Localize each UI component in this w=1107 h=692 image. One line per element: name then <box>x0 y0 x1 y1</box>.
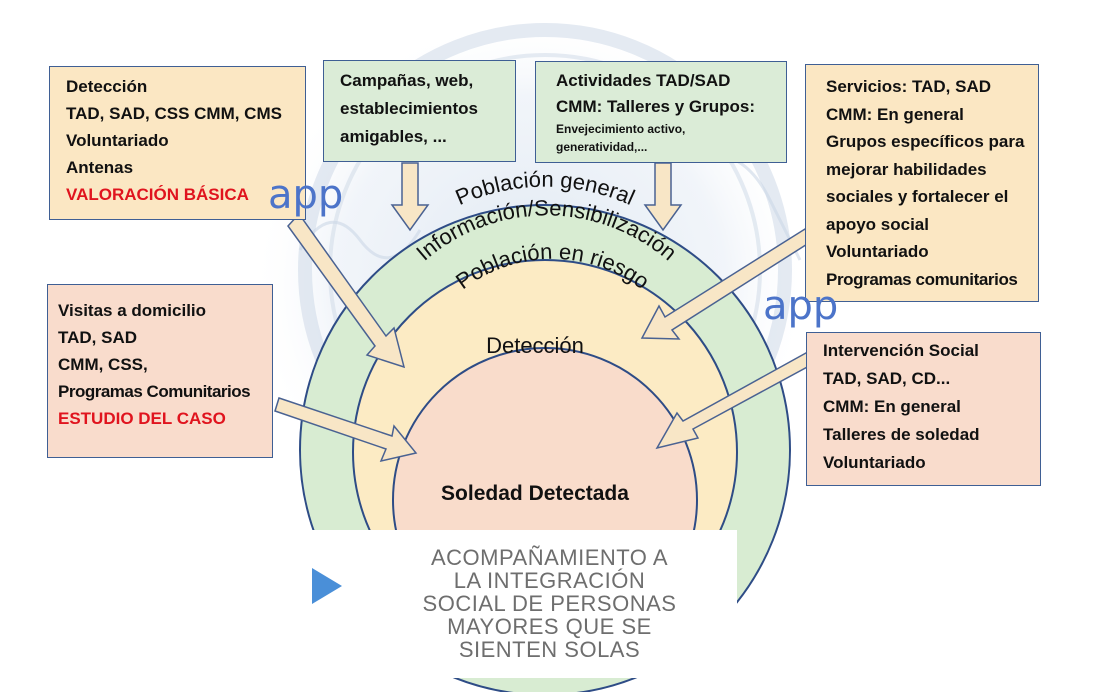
campanas-line-2: establecimientos <box>340 99 478 118</box>
arrow-detection-diagonal <box>287 212 406 369</box>
caption-line-5: SIENTEN SOLAS <box>458 637 641 662</box>
campanas-line-3: amigables, ... <box>340 127 447 146</box>
app-label-left: app <box>268 172 344 218</box>
intervencion-line-1: Intervención Social <box>823 341 979 360</box>
app-label-right: app <box>763 283 839 329</box>
deteccion-line-3: Voluntariado <box>66 131 169 150</box>
caption-line-3: SOCIAL DE PERSONAS <box>422 591 677 616</box>
servicios-line-3: Grupos específicos para <box>826 132 1025 151</box>
actividades-line-1: Actividades TAD/SAD <box>556 71 731 90</box>
intervencion-line-2: TAD, SAD, CD... <box>823 369 951 388</box>
servicios-line-7: Voluntariado <box>826 242 929 261</box>
actividades-small-2: generatividad,... <box>556 140 648 154</box>
visitas-line-3: CMM, CSS, <box>58 355 148 374</box>
box-intervencion: Intervención Social TAD, SAD, CD... CMM:… <box>806 332 1041 486</box>
caption-line-4: MAYORES QUE SE <box>447 614 652 639</box>
ring-middle-label-2: Detección <box>486 333 584 358</box>
box-actividades: Actividades TAD/SAD CMM: Talleres y Grup… <box>535 61 787 163</box>
servicios-line-8: Programas comunitarios <box>826 269 1018 289</box>
intervencion-line-3: CMM: En general <box>823 397 961 416</box>
arrow-intervention-diagonal <box>655 347 824 450</box>
visitas-line-4: Programas Comunitarios <box>58 382 251 401</box>
play-triangle-icon <box>312 568 342 604</box>
arrow-visits-diagonal <box>274 397 418 463</box>
deteccion-line-2: TAD, SAD, CSS CMM, CMS <box>66 104 282 123</box>
servicios-line-4: mejorar habilidades <box>826 159 987 179</box>
visitas-line-1: Visitas a domicilio <box>58 301 207 320</box>
deteccion-highlight: VALORACIÓN BÁSICA <box>66 185 249 204</box>
visitas-line-2: TAD, SAD <box>58 328 138 347</box>
intervencion-line-5: Voluntariado <box>823 453 926 472</box>
box-visitas: Visitas a domicilio TAD, SAD CMM, CSS, P… <box>47 284 273 458</box>
servicios-line-6: apoyo social <box>826 214 929 234</box>
arrow-services-diagonal <box>640 227 814 340</box>
intervencion-line-4: Talleres de soledad <box>823 425 980 444</box>
arrow-activities-down <box>643 162 683 232</box>
caption-text: ACOMPAÑAMIENTO A LA INTEGRACIÓN SOCIAL D… <box>372 546 727 661</box>
box-deteccion: Detección TAD, SAD, CSS CMM, CMS Volunta… <box>49 66 306 220</box>
servicios-line-1: Servicios: TAD, SAD <box>826 77 992 96</box>
actividades-small-1: Envejecimiento activo, <box>556 122 686 136</box>
box-campanas: Campañas, web, establecimientos amigable… <box>323 60 516 162</box>
servicios-line-5: sociales y fortalecer el <box>826 187 1009 206</box>
deteccion-line-1: Detección <box>66 77 148 96</box>
visitas-highlight: ESTUDIO DEL CASO <box>58 409 226 428</box>
actividades-line-2: CMM: Talleres y Grupos: <box>556 97 755 116</box>
servicios-line-2: CMM: En general <box>826 104 964 124</box>
box-servicios: Servicios: TAD, SAD CMM: En general Grup… <box>805 64 1039 302</box>
caption-panel: ACOMPAÑAMIENTO A LA INTEGRACIÓN SOCIAL D… <box>312 530 737 678</box>
arrow-campaigns-down <box>390 162 430 232</box>
deteccion-line-4: Antenas <box>66 158 134 177</box>
caption-line-2: LA INTEGRACIÓN <box>453 568 646 593</box>
ring-inner-label: Soledad Detectada <box>441 482 629 505</box>
caption-line-1: ACOMPAÑAMIENTO A <box>430 545 668 570</box>
campanas-line-1: Campañas, web, <box>340 71 474 90</box>
